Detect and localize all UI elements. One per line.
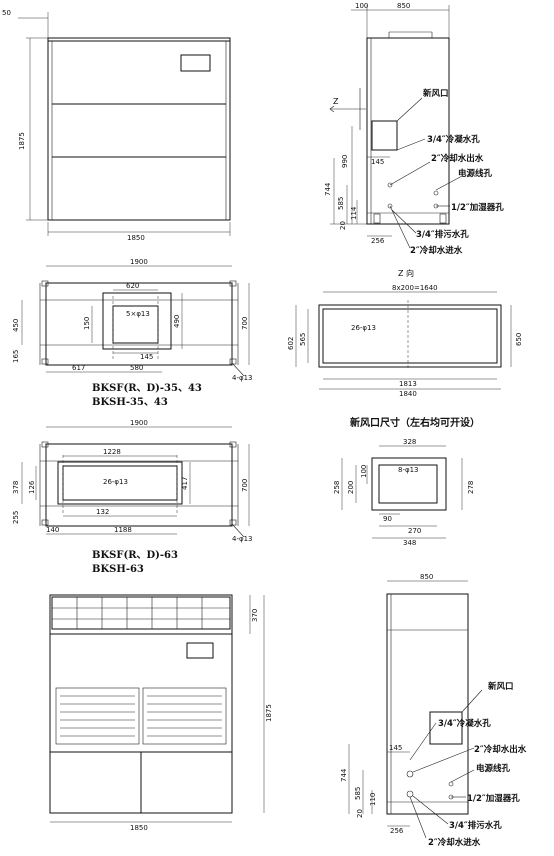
z-view-title: Z 向 <box>398 268 414 278</box>
label-dianyuan: 电源线孔 <box>476 763 511 774</box>
dim-744: 744 <box>324 182 332 196</box>
dim-1228: 1228 <box>103 448 121 456</box>
dim-1900: 1900 <box>130 419 148 427</box>
dim-90: 90 <box>383 515 392 523</box>
fresh-air-inlet-view: 新风口尺寸（左右均可开设） 328 8-φ13 258 200 100 278 … <box>333 416 480 547</box>
label-jiashi: 1/2″加湿器孔 <box>451 202 504 213</box>
dim-50: 50 <box>2 9 11 17</box>
label-lengning: 3/4″冷凝水孔 <box>427 134 480 145</box>
hole-26x13: 26-φ13 <box>103 478 128 486</box>
z-direction-view: Z 向 8x200=1640 26-φ13 602 565 650 1813 1… <box>287 268 523 398</box>
dim-270: 270 <box>408 527 421 535</box>
dim-850: 850 <box>420 573 433 581</box>
dim-256: 256 <box>371 237 385 245</box>
dim-585: 585 <box>354 787 362 800</box>
dim-165: 165 <box>12 350 20 363</box>
dim-617: 617 <box>72 364 85 372</box>
dim-1875: 1875 <box>265 704 273 722</box>
dim-650: 650 <box>515 333 523 346</box>
dim-145: 145 <box>140 353 153 361</box>
dim-110: 110 <box>369 793 377 806</box>
dim-4phi: 4-φ13 <box>232 535 253 543</box>
dim-1850: 1850 <box>130 824 148 832</box>
dim-850: 850 <box>397 2 410 10</box>
dim-126: 126 <box>28 480 36 494</box>
caption-63-b: BKSH-63 <box>92 564 144 575</box>
dim-348: 348 <box>403 539 416 547</box>
fresh-air-title: 新风口尺寸（左右均可开设） <box>350 416 480 429</box>
dim-140: 140 <box>46 526 59 534</box>
dim-1840: 1840 <box>399 390 417 398</box>
dim-8x200: 8x200=1640 <box>392 284 438 292</box>
label-xinfengkou: 新风口 <box>488 681 514 692</box>
label-lengque-in: 2″冷却水进水 <box>410 245 463 256</box>
dim-490: 490 <box>173 315 181 328</box>
dim-417: 417 <box>181 477 189 490</box>
dim-100: 100 <box>360 465 368 478</box>
dim-744: 744 <box>340 768 348 782</box>
dim-258: 258 <box>333 481 341 494</box>
dim-580: 580 <box>130 364 143 372</box>
caption-63-a: BKSF(R、D)-63 <box>92 550 178 561</box>
dim-278: 278 <box>467 481 475 494</box>
dim-114: 114 <box>350 206 358 220</box>
plan-view-63: 1900 1228 26-φ13 378 126 255 417 700 132… <box>12 419 253 575</box>
label-lengque-out: 2″冷却水出水 <box>431 153 484 164</box>
dim-100: 100 <box>355 2 368 10</box>
label-lengque-out: 2″冷却水出水 <box>474 744 527 755</box>
dim-20: 20 <box>356 809 364 818</box>
dim-1188: 1188 <box>114 526 132 534</box>
dim-990: 990 <box>341 155 349 168</box>
dim-370: 370 <box>251 609 259 622</box>
dim-145: 145 <box>389 744 402 752</box>
label-z: Z <box>333 97 339 106</box>
dim-700: 700 <box>241 479 249 492</box>
label-dianyuan: 电源线孔 <box>458 168 493 179</box>
dim-20: 20 <box>339 221 347 230</box>
label-jiashi: 1/2″加湿器孔 <box>467 793 520 804</box>
front-view-bottom: 370 1875 1850 <box>49 594 273 832</box>
dim-1875: 1875 <box>18 132 26 150</box>
dim-378: 378 <box>12 481 20 494</box>
dim-1850: 1850 <box>127 234 145 242</box>
side-view-top: 100 850 Z 990 744 585 114 20 145 256 新风口… <box>324 2 504 256</box>
side-view-bottom: 850 744 585 110 20 145 256 新风口 3/4″冷凝水孔 … <box>340 573 527 848</box>
dim-450: 450 <box>12 319 20 332</box>
plan-view-35-43: 1900 620 5×φ13 450 165 150 490 700 145 6… <box>12 258 253 408</box>
dim-328: 328 <box>403 438 416 446</box>
dim-620: 620 <box>126 282 139 290</box>
caption-35-43-b: BKSH-35、43 <box>92 397 168 408</box>
dim-256: 256 <box>390 827 404 835</box>
dim-700: 700 <box>241 317 249 330</box>
hole-5x13: 5×φ13 <box>126 310 150 318</box>
caption-35-43-a: BKSF(R、D)-35、43 <box>92 383 202 394</box>
dim-145: 145 <box>371 158 384 166</box>
front-view-top: 50 1875 1850 <box>2 9 231 242</box>
dim-1900: 1900 <box>130 258 148 266</box>
hole-8x13: 8-φ13 <box>398 466 419 474</box>
dim-200: 200 <box>347 481 355 494</box>
dim-4phi: 4-φ13 <box>232 374 253 382</box>
dim-150: 150 <box>83 317 91 330</box>
dim-602: 602 <box>287 337 295 350</box>
label-paiwu: 3/4″排污水孔 <box>416 229 469 240</box>
label-lengning: 3/4″冷凝水孔 <box>438 718 491 729</box>
dim-585: 585 <box>337 197 345 210</box>
dim-132: 132 <box>96 508 109 516</box>
dim-565: 565 <box>299 333 307 346</box>
dim-1813: 1813 <box>399 380 417 388</box>
hole-26x13: 26-φ13 <box>351 324 376 332</box>
label-lengque-in: 2″冷却水进水 <box>428 837 481 848</box>
label-paiwu: 3/4″排污水孔 <box>449 820 502 831</box>
dim-255: 255 <box>12 511 20 524</box>
label-xinfengkou: 新风口 <box>423 88 449 99</box>
